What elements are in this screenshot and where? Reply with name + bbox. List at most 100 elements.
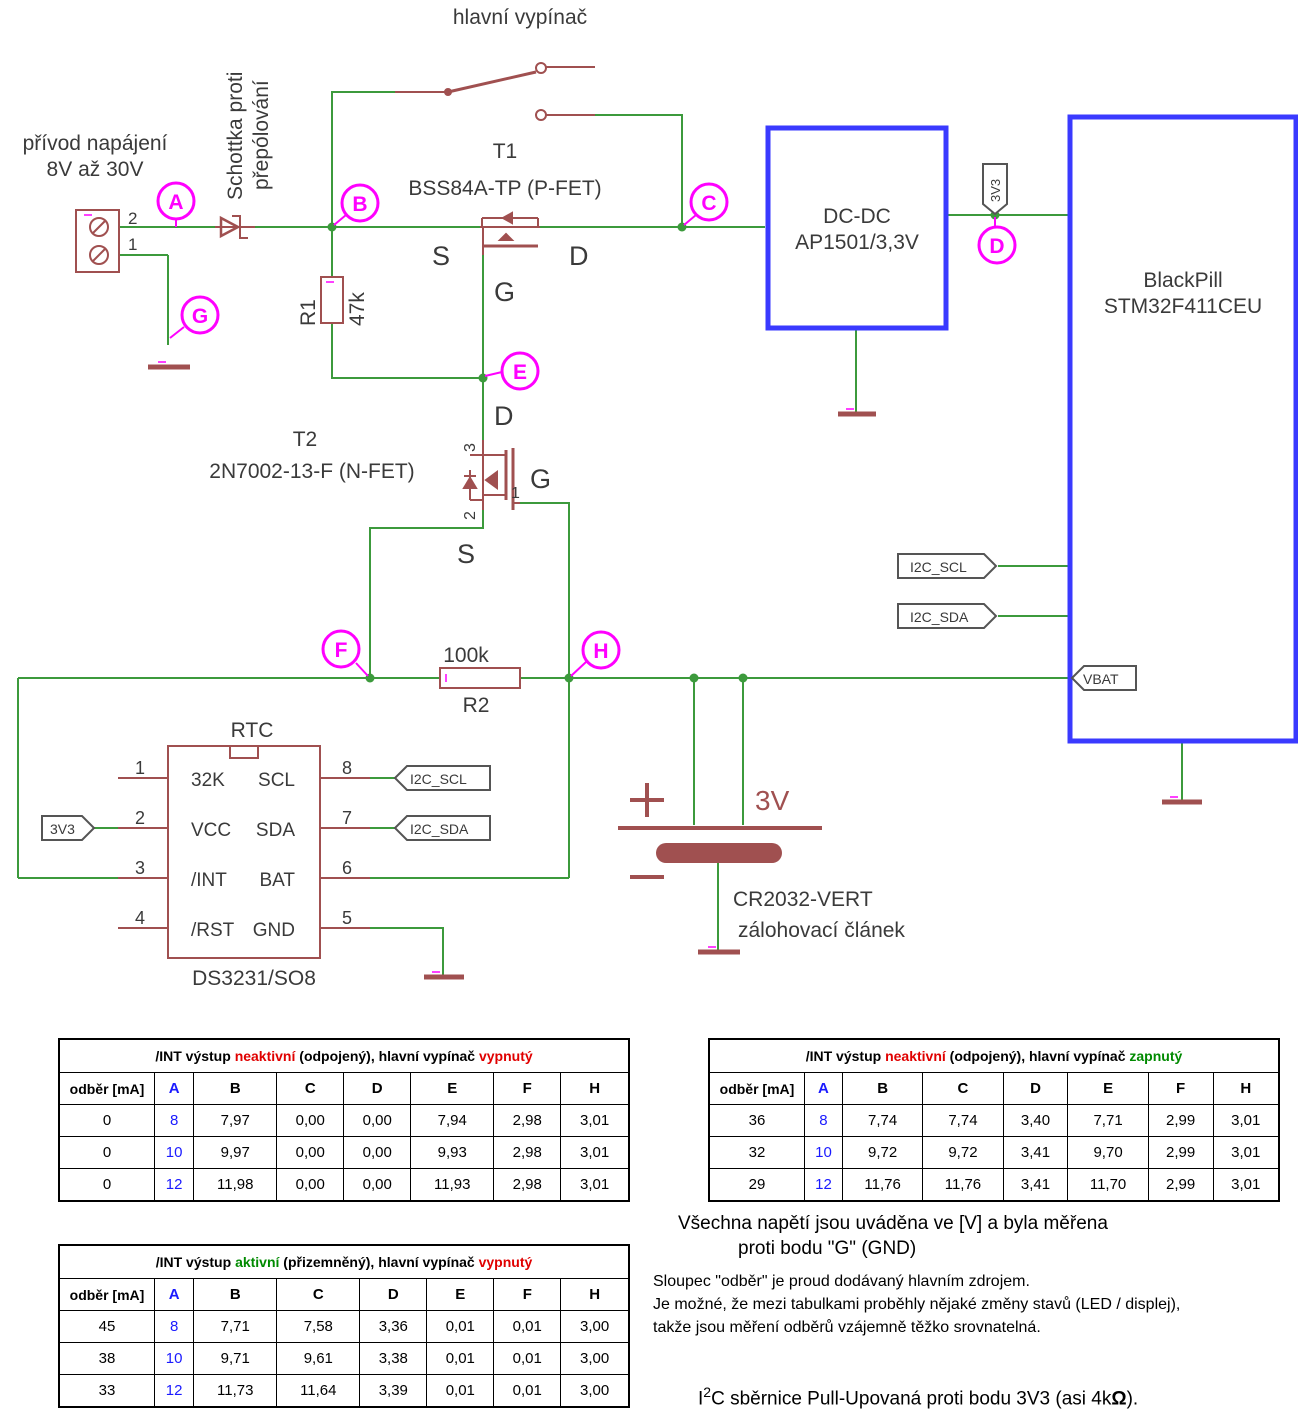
svg-text:C: C [701,192,716,215]
t2-pin-g: G [530,464,551,494]
r2-name: R2 [463,694,490,717]
rtc-pin-num: 2 [135,808,145,828]
dcdc-block [765,125,949,331]
t1-name: T1 [493,140,518,163]
table-title: /INT výstup neaktivní (odpojený), hlavní… [58,1038,630,1073]
blackpill-block [1067,114,1298,744]
battery-desc: zálohovací článek [738,919,905,942]
parts [75,62,1202,980]
rtc-pin-name: BAT [259,870,295,891]
terminal-pin-1: 1 [128,235,137,254]
rtc-pin-name: 32K [191,770,225,791]
rtc-pin-num: 3 [135,858,145,878]
net-label-shapes [41,163,1137,841]
terminal-pin-2: 2 [128,209,137,228]
r1-name: R1 [297,299,320,326]
rtc-pin-name: VCC [191,820,231,841]
schottky-label-1: Schottka proti [224,72,247,200]
main-switch-label: hlavní vypínač [453,6,587,29]
current-note-line-3: takže jsou měření odběrů vzájemně těžko … [653,1319,1041,1336]
power-input-label-2: 8V až 30V [47,158,144,181]
svg-text:D: D [989,235,1004,258]
t2-pin-num-3: 3 [462,443,479,452]
rtc-pin-name: SDA [256,820,295,841]
svg-text:A: A [168,191,183,214]
table-title: /INT výstup neaktivní (odpojený), hlavní… [708,1038,1280,1073]
t1-part: BSS84A-TP (P-FET) [408,177,601,200]
t2-part: 2N7002-13-F (N-FET) [209,460,414,483]
measurement-points: A B C D E F G [156,181,1017,677]
table-title: /INT výstup aktivní (přizemněný), hlavní… [58,1244,630,1279]
battery-voltage: 3V [755,785,790,816]
net-label-i2c-sda-rtc: I2C_SDA [410,821,469,837]
wires [17,91,1183,975]
point-marker-b: B [333,183,380,226]
rtc-title: RTC [231,719,274,742]
svg-text:B: B [352,193,367,216]
rtc-pin-num: 5 [342,908,352,928]
current-note-line-1: Sloupec "odběr" je proud dodávaný hlavní… [653,1273,1030,1290]
rtc-pins: 1 2 3 4 32K VCC /INT /RST 8 7 6 5 SCL SD… [135,758,352,941]
point-marker-f: F [321,629,369,677]
rtc-pin-num: 4 [135,908,145,928]
i2c-note: I2C sběrnice Pull-Upovaná proti bodu 3V3… [698,1384,1139,1410]
point-marker-g: G [169,295,220,339]
point-marker-c: C [683,182,729,226]
power-input-label-1: přívod napájení [23,132,168,155]
rtc-pin-num: 6 [342,858,352,878]
rtc-pin-num: 1 [135,758,145,778]
t1-pin-s: S [432,241,450,271]
t1-pin-d: D [569,241,589,271]
point-marker-h: H [570,630,621,677]
dcdc-label-2: AP1501/3,3V [795,231,919,254]
mcu-label-2: STM32F411CEU [1104,295,1262,318]
net-label-i2c-sda-mcu: I2C_SDA [910,609,969,625]
svg-text:F: F [335,639,348,662]
schematic: I2C_SCL I2C_SDA VBAT 3V3 3V3 I2C_SCL I2C… [17,6,1298,990]
rtc-pin-name: SCL [258,770,295,791]
t2-pin-d: D [494,401,514,431]
measurement-table-1: /INT výstup neaktivní (odpojený), hlavní… [58,1038,630,1202]
t2-name: T2 [293,428,318,451]
net-label-i2c-scl-mcu: I2C_SCL [910,559,967,575]
net-label-3v3-mcu: 3V3 [988,179,1003,202]
svg-text:E: E [513,361,527,384]
mcu-label-1: BlackPill [1143,269,1222,292]
rtc-pin-name: /INT [191,870,227,891]
svg-text:H: H [593,640,608,663]
t1-pin-g: G [494,277,515,307]
t2-pin-s: S [457,539,475,569]
point-marker-d: D [977,217,1017,265]
t2-pin-num-2: 2 [462,511,479,520]
rtc-part: DS3231/SO8 [192,967,316,990]
net-label-vbat: VBAT [1083,671,1119,687]
table-header: odběr [mA] A B C D E F H [58,1278,630,1311]
net-label-3v3-rtc: 3V3 [50,821,75,837]
rtc-pin-name: /RST [191,920,235,941]
measurement-table-3: /INT výstup aktivní (přizemněný), hlavní… [58,1244,630,1408]
t2-pin-num-1: 1 [511,485,520,502]
rtc-pin-num: 8 [342,758,352,778]
voltage-note-line-2: proti bodu "G" (GND) [738,1238,917,1259]
current-note-line-2: Je možné, že mezi tabulkami proběhly něj… [653,1296,1181,1313]
table-header: odběr [mA] A B C D E F H [58,1072,630,1105]
net-label-i2c-scl-rtc: I2C_SCL [410,771,467,787]
rtc-pin-num: 7 [342,808,352,828]
svg-text:G: G [192,305,208,328]
dcdc-label-1: DC-DC [823,205,891,228]
schottky-label-2: přepólování [250,80,273,190]
rtc-pin-stubs [118,777,370,929]
battery-part: CR2032-VERT [733,888,873,911]
pin-markers [84,214,1178,973]
voltage-note-line-1: Všechna napětí jsou uváděna ve [V] a byl… [678,1213,1108,1234]
table-header: odběr [mA] A B C D E F H [708,1072,1280,1105]
